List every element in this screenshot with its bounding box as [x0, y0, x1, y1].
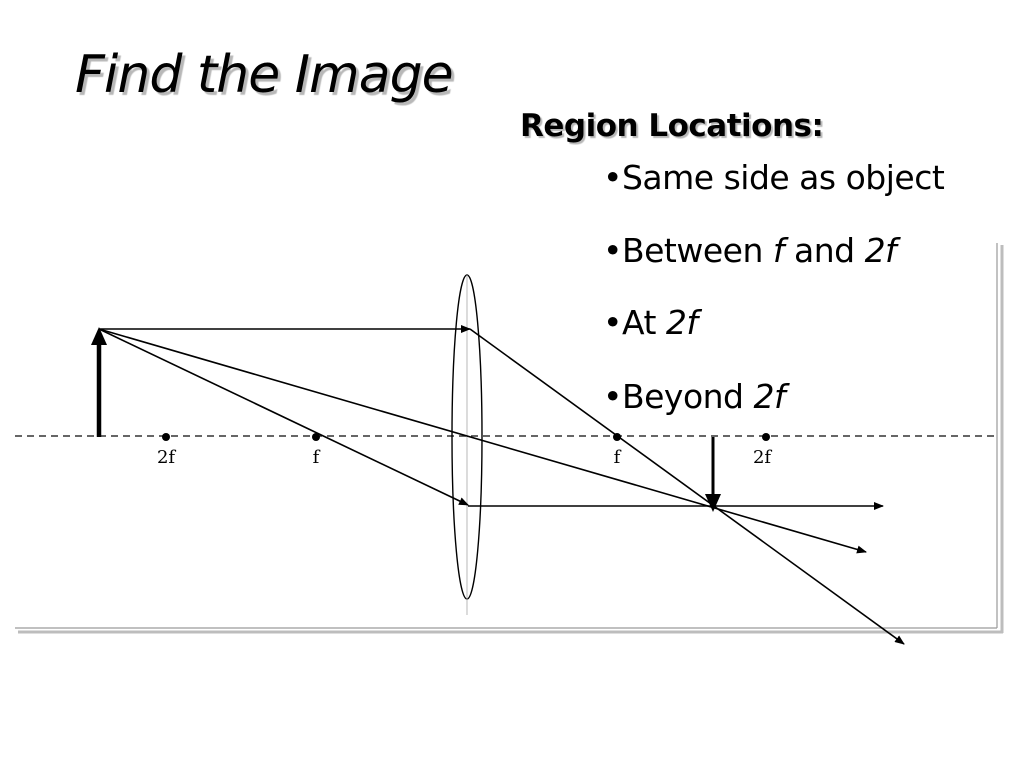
diagram-frame [15, 243, 1004, 634]
focal-ray [98, 328, 884, 510]
region-item-2f: 2f [665, 303, 698, 342]
bullet-mark: • [603, 231, 622, 270]
converging-lens [451, 274, 483, 615]
slide-title: Find the Image [75, 45, 454, 105]
region-item-same-side: •Same side as object [603, 158, 945, 198]
right-f-label: f [614, 447, 622, 468]
parallel-ray [99, 325, 905, 645]
region-heading-text: Region Locations [520, 108, 812, 144]
bullet-mark: • [603, 158, 622, 197]
region-item-f: f [772, 231, 785, 270]
left-2f-label: 2f [157, 447, 176, 468]
bullet-mark: • [603, 377, 622, 416]
region-item-beyond-2f: •Beyond 2f [603, 377, 786, 417]
central-ray [98, 328, 867, 554]
right-2f-label: 2f [753, 447, 772, 468]
region-item-text: At [621, 303, 666, 342]
left-f-point [312, 433, 320, 441]
left-f-label: f [313, 447, 321, 468]
region-item-text: Same side as object [621, 158, 945, 197]
region-item-text: Beyond [621, 377, 754, 416]
region-item-2f: 2f [864, 231, 897, 270]
region-locations-heading: Region Locations: [520, 105, 824, 147]
region-item-text: Between [621, 231, 773, 270]
region-item-2f: 2f [753, 377, 786, 416]
left-2f-point [162, 433, 170, 441]
region-item-between-f-2f: •Between f and 2f [603, 231, 897, 271]
region-item-at-2f: •At 2f [603, 303, 698, 343]
region-heading-colon: : [811, 108, 824, 144]
region-item-text: and [783, 231, 865, 270]
bullet-mark: • [603, 303, 622, 342]
right-2f-point [762, 433, 770, 441]
